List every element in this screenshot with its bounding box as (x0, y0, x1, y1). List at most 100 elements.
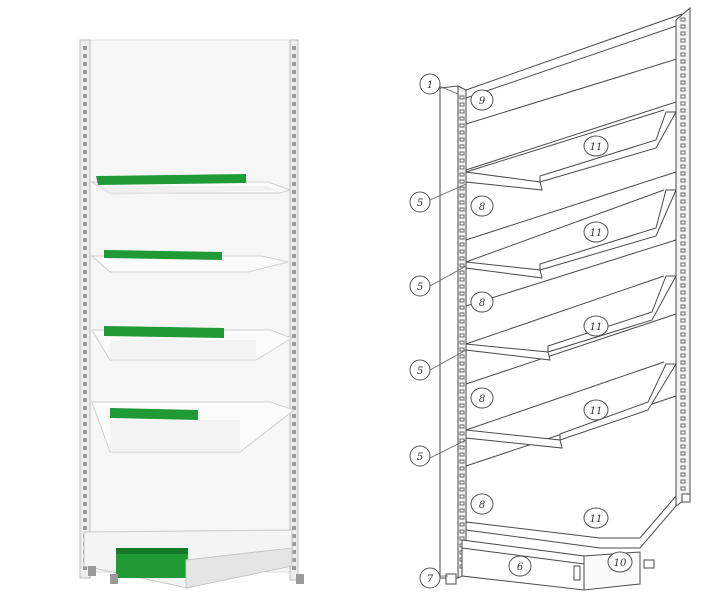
upright-slot (680, 38, 686, 43)
upright-slot (680, 73, 686, 78)
upright-slot (83, 342, 87, 346)
upright-slot (680, 430, 686, 435)
upright-slot (83, 134, 87, 138)
upright-slot (680, 80, 686, 85)
upright-slot (459, 452, 465, 457)
upright-slot (83, 262, 87, 266)
upright-slot (459, 270, 465, 275)
upright-slot (83, 110, 87, 114)
upright-slot (83, 86, 87, 90)
svg-text:6: 6 (517, 562, 524, 573)
callout-c11b: 11 (583, 221, 609, 243)
upright-slot (83, 246, 87, 250)
upright-slot (83, 526, 87, 530)
upright-slot (292, 198, 296, 202)
upright-slot (459, 410, 465, 415)
svg-text:11: 11 (590, 228, 603, 239)
callout-c11d: 11 (583, 399, 609, 421)
upright-slot (680, 17, 686, 22)
upright-slot (680, 94, 686, 99)
upright-slot (680, 66, 686, 71)
upright-slot (83, 454, 87, 458)
upright-slot (459, 375, 465, 380)
upright-slot (83, 70, 87, 74)
svg-text:5: 5 (417, 282, 423, 293)
upright-slot (680, 353, 686, 358)
svg-text:8: 8 (479, 202, 485, 213)
upright-slot (292, 526, 296, 530)
upright-slot (680, 24, 686, 29)
upright-slot (459, 284, 465, 289)
upright-slot (292, 470, 296, 474)
upright-slot (459, 417, 465, 422)
upright-slot (83, 326, 87, 330)
upright-slot (680, 150, 686, 155)
upright-slot (459, 480, 465, 485)
upright-slot (292, 278, 296, 282)
upright-slot (459, 501, 465, 506)
upright-slot (83, 366, 87, 370)
upright-slot (292, 390, 296, 394)
left-upright (79, 39, 91, 579)
upright-slot (459, 123, 465, 128)
upright-slot (459, 193, 465, 198)
upright-slot (459, 529, 465, 534)
upright-slot (459, 214, 465, 219)
upright-slot (680, 346, 686, 351)
upright-slot (680, 234, 686, 239)
upright-slot (292, 94, 296, 98)
upright-slot (680, 192, 686, 197)
photo-shelf-1 (90, 174, 292, 195)
upright-slot (459, 277, 465, 282)
svg-text:8: 8 (479, 298, 485, 309)
upright-slot (459, 382, 465, 387)
drawing-foot-right (681, 493, 691, 503)
upright-slot (459, 263, 465, 268)
upright-slot (292, 86, 296, 90)
upright-slot (83, 470, 87, 474)
upright-slot (459, 445, 465, 450)
upright-slot (459, 130, 465, 135)
upright-slot (680, 206, 686, 211)
upright-slot (292, 262, 296, 266)
upright-slot (292, 510, 296, 514)
upright-slot (83, 302, 87, 306)
upright-slot (680, 164, 686, 169)
upright-slot (680, 437, 686, 442)
upright-slot (292, 110, 296, 114)
upright-slot (680, 129, 686, 134)
upright-slot (83, 350, 87, 354)
upright-slot (459, 424, 465, 429)
upright-slot (680, 220, 686, 225)
svg-text:11: 11 (590, 142, 603, 153)
upright-slot (292, 566, 296, 570)
upright-slot (292, 462, 296, 466)
callout-c6: 6 (508, 555, 532, 577)
upright-slot (83, 358, 87, 362)
back-panel (87, 39, 295, 573)
upright-slot (83, 318, 87, 322)
upright-slot (459, 158, 465, 163)
upright-slot (680, 486, 686, 491)
svg-text:5: 5 (417, 452, 423, 463)
upright-slot (459, 228, 465, 233)
upright-slot (292, 174, 296, 178)
photo-foot-mid (110, 574, 118, 584)
upright-slot (459, 487, 465, 492)
upright-slot (292, 486, 296, 490)
upright-slot (83, 190, 87, 194)
upright-slot (680, 290, 686, 295)
svg-text:9: 9 (479, 96, 486, 107)
upright-slot (680, 367, 686, 372)
upright-slot (680, 374, 686, 379)
upright-slot (459, 515, 465, 520)
upright-slot (459, 165, 465, 170)
upright-slot (292, 158, 296, 162)
callout-c7: 7 (419, 567, 441, 589)
upright-slot (680, 122, 686, 127)
upright-slot (680, 241, 686, 246)
shelving-photo (79, 39, 304, 589)
upright-slot (292, 430, 296, 434)
upright-slot (83, 510, 87, 514)
upright-slot (292, 342, 296, 346)
